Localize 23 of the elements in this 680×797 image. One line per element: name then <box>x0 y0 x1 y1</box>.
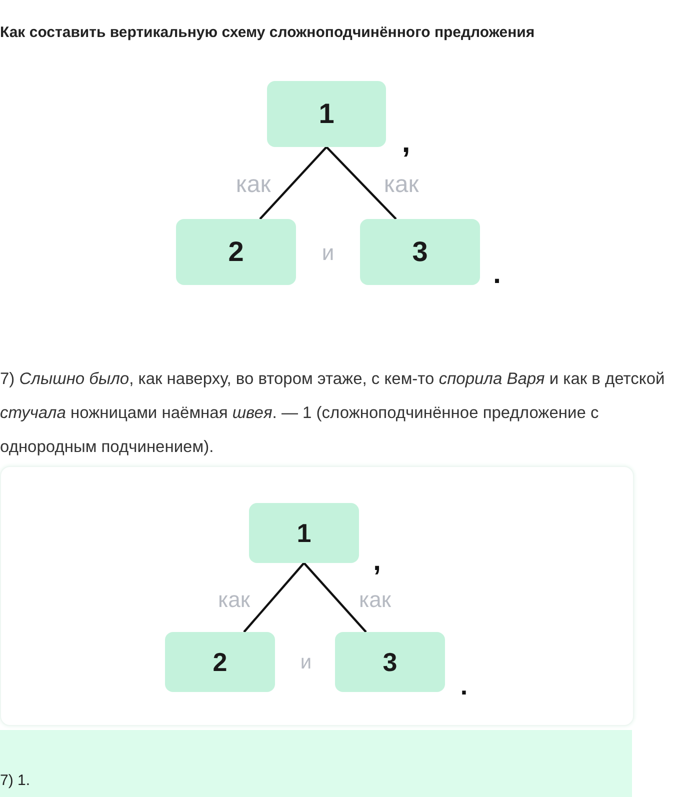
connector-line <box>259 146 328 220</box>
edge-label: как <box>218 586 250 612</box>
edge-label: как <box>236 171 271 199</box>
connector-line <box>243 562 305 633</box>
clause-box: 3 <box>360 219 480 285</box>
punctuation-mark: и <box>300 652 312 674</box>
punctuation-mark: , <box>402 126 410 160</box>
heading: Как составить вертикальную схему сложноподчинённого предложения <box>0 24 535 41</box>
edge-label: как <box>384 171 419 199</box>
clause-box: 1 <box>267 81 386 147</box>
clause-box: 3 <box>335 632 445 692</box>
sentence-text: 7) Слышно было, как наверху, во втором этаже, с кем-то спорила Варя и как в детской стучала ножницами наёмная швея. — 1 (сложноподчинённое предложение с однородным подчинением). <box>0 369 666 458</box>
connector-line <box>326 146 397 220</box>
answer-text: 7) 1. <box>0 772 30 789</box>
punctuation-mark: . <box>493 258 501 290</box>
punctuation-mark: , <box>373 545 381 577</box>
connector-line <box>303 562 367 633</box>
clause-box: 2 <box>165 632 275 692</box>
punctuation-mark: . <box>460 670 468 702</box>
edge-label: как <box>359 586 391 612</box>
punctuation-mark: и <box>322 240 334 266</box>
clause-box: 1 <box>249 503 359 563</box>
clause-box: 2 <box>176 219 296 285</box>
